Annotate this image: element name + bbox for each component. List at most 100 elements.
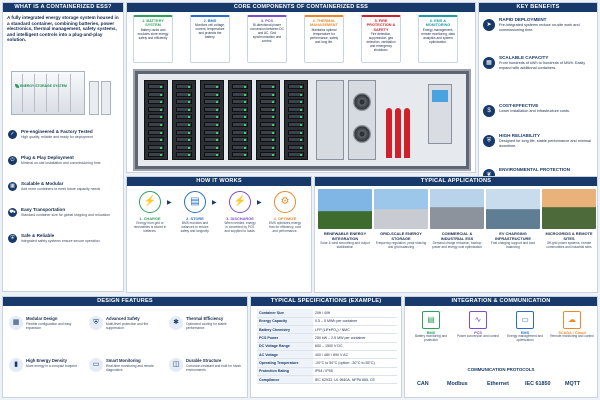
battery-module — [204, 114, 220, 120]
battery-module — [204, 152, 220, 158]
shield-icon: ⛨ — [8, 234, 17, 243]
benefit-cost: $ COST-EFFECTIVE Lower installation and … — [483, 103, 596, 137]
battery-module — [204, 84, 220, 89]
core-components-panel: CORE COMPONENTS OF CONTAINERIZED ESS 1. … — [126, 2, 476, 173]
spec-value: LFP (LiFePO₄) / NMC — [313, 325, 397, 335]
battery-module — [288, 144, 304, 150]
applications-header: TYPICAL APPLICATIONS — [315, 177, 597, 186]
spec-key: PCS Power — [257, 333, 313, 343]
integration-desc: Power conversion and control — [457, 334, 499, 338]
status-led — [300, 108, 302, 111]
status-led — [216, 139, 218, 142]
component-desc: Maintains optimal temperature for perfor… — [309, 27, 339, 44]
status-led — [272, 101, 274, 104]
battery-module — [148, 129, 164, 135]
battery-module — [288, 84, 304, 89]
battery-module — [232, 137, 248, 143]
status-led — [300, 124, 302, 126]
status-led — [244, 86, 246, 88]
battery-module — [176, 122, 192, 127]
status-led — [188, 108, 190, 111]
integration-desc: Energy management and optimization — [507, 334, 543, 342]
battery-module — [260, 144, 276, 150]
application-image — [318, 189, 372, 229]
integration-icon: ▭ — [516, 311, 534, 329]
integration-icon: ☁ — [563, 311, 581, 329]
integration-icon: ▤ — [422, 311, 440, 329]
status-led — [160, 86, 162, 88]
battery-module — [176, 144, 192, 150]
thermal-unit — [348, 80, 376, 160]
application-image — [542, 189, 596, 229]
application-desc: Fast charging support and load balancing — [491, 241, 535, 249]
spec-value: 20ft / 40ft — [313, 309, 397, 318]
integration-icon: ∿ — [469, 311, 487, 329]
arrow-right-icon: ▶ — [212, 200, 217, 206]
status-led — [272, 146, 274, 149]
spec-key: AC Voltage — [257, 350, 313, 360]
protocol-label: MQTT — [565, 381, 581, 387]
battery-module — [260, 84, 276, 89]
spec-row: Operating Temperature-20°C to 50°C (opti… — [257, 358, 397, 368]
battery-module — [204, 137, 220, 143]
battery-module — [232, 129, 248, 135]
status-led — [216, 93, 218, 96]
spec-key: Container Size — [257, 309, 313, 318]
battery-module — [260, 152, 276, 158]
status-led — [244, 154, 246, 157]
container-illustration: ENERGY STORAGE SYSTEM — [11, 63, 121, 118]
pcs-cabinet — [316, 80, 344, 160]
stack-icon: ▦ — [8, 182, 17, 191]
feature-icon: ⛨ — [89, 316, 103, 330]
status-led — [300, 131, 302, 134]
feature-desc: Real-time monitoring and remote diagnost… — [106, 364, 155, 372]
core-header: CORE COMPONENTS OF CONTAINERIZED ESS — [127, 3, 475, 12]
status-led — [244, 101, 246, 104]
status-led — [272, 86, 274, 88]
spec-value: 0.5 – 5 MWh per container — [313, 317, 397, 327]
protocols-header: COMMUNICATION PROTOCOLS — [467, 367, 535, 372]
status-led — [160, 93, 162, 96]
component-desc: Energy management, remote monitoring, da… — [421, 27, 455, 44]
feature-factory-tested: ✓ Pre-engineered & Factory Tested High q… — [8, 129, 123, 151]
how-header: HOW IT WORKS — [127, 177, 311, 186]
status-led — [300, 139, 302, 142]
feature-desc: Flexible configuration and easy expansio… — [26, 322, 72, 330]
status-led — [160, 139, 162, 142]
feature-desc: Optimized cooling for stable performance — [186, 322, 227, 330]
integration-title: EMS — [520, 331, 530, 335]
ems-cabinet — [428, 84, 452, 144]
fan-icon — [353, 125, 371, 143]
battery-module — [176, 152, 192, 158]
battery-module — [148, 137, 164, 143]
spec-key: Compliance — [257, 375, 313, 385]
application-desc: Solar & wind smoothing and output stabil… — [320, 241, 370, 249]
feature-icon: ▮ — [9, 358, 23, 372]
status-led — [244, 108, 246, 111]
status-led — [244, 116, 246, 119]
feature-desc: Corrosion-resistant and built for harsh … — [186, 364, 242, 372]
specs-header: TYPICAL SPECIFICATIONS (EXAMPLE) — [251, 297, 401, 306]
component-desc: Monitors cell voltage, current, temperat… — [195, 23, 225, 40]
status-led — [244, 146, 246, 149]
status-led — [216, 108, 218, 111]
rocket-icon: ➤ — [483, 19, 495, 31]
feature-title: Smart Monitoring — [106, 358, 141, 363]
battery-module — [232, 91, 248, 97]
status-led — [160, 101, 162, 104]
battery-module — [148, 91, 164, 97]
